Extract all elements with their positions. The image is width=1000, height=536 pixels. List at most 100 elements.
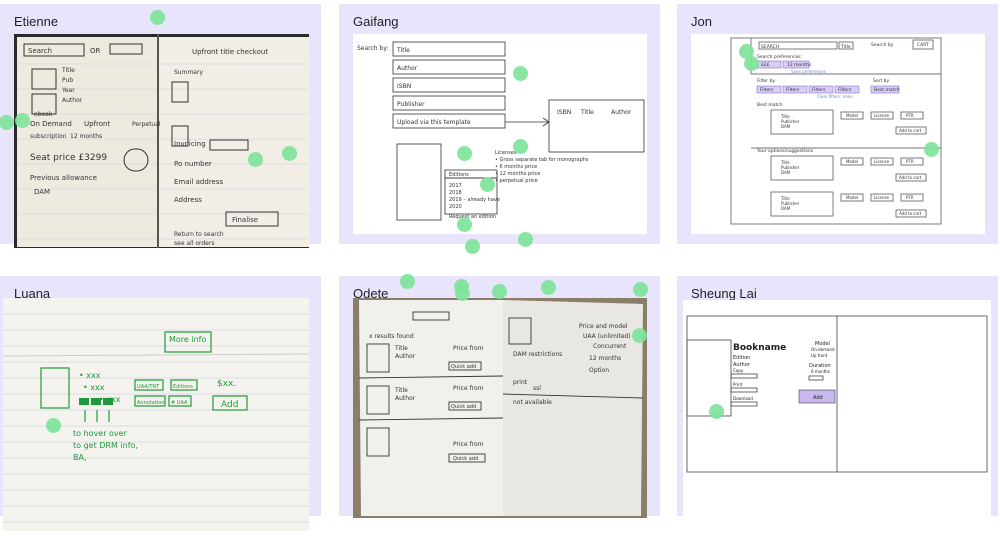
duration-label: Duration	[809, 363, 831, 369]
upfront-radio[interactable]: Up front	[811, 353, 828, 358]
participant-card-gaifang: Gaifang Search by: Title Author ISBN Pub…	[339, 4, 660, 244]
quick-add-button[interactable]: Quick add	[451, 364, 476, 370]
title-label: Title	[61, 67, 75, 74]
click-dot	[739, 44, 754, 59]
license-button[interactable]: License	[874, 195, 890, 200]
see-all-orders-link[interactable]: see all orders	[174, 240, 214, 247]
price-label: $xx.	[217, 379, 236, 389]
click-dot	[15, 113, 30, 128]
tag[interactable]: UAA/TNT	[137, 384, 160, 390]
not-available-label: not available	[513, 399, 552, 406]
license-button[interactable]: License	[874, 159, 890, 164]
click-dot	[492, 284, 507, 299]
model-option[interactable]: Option	[589, 367, 609, 374]
pub-label: Pub	[62, 77, 73, 84]
save-preferences-link[interactable]: Save preferences	[791, 69, 826, 74]
license-line: • Gross separate tab for monographs	[495, 157, 589, 163]
tag[interactable]: Annotation	[137, 400, 164, 406]
duration-value[interactable]: 6 months	[811, 369, 830, 374]
participant-name: Etienne	[14, 14, 59, 29]
filter-chip[interactable]: Filters	[838, 87, 852, 93]
model-button[interactable]: Model	[846, 195, 858, 200]
tag[interactable]: Editions	[173, 384, 193, 390]
filter-chip[interactable]: Filters	[760, 87, 774, 93]
model-button[interactable]: Model	[846, 159, 858, 164]
on-demand-label: On Demand	[30, 120, 72, 128]
quick-add-button[interactable]: Quick add	[451, 404, 476, 410]
add-to-cart-button[interactable]: Add to cart	[899, 128, 922, 133]
item-author: Author	[395, 353, 416, 360]
lined-paper-sketch: More info • xxx • xxx • xxx UAA/TNT Edit…	[3, 313, 309, 523]
model-option[interactable]: Concurrent	[593, 343, 627, 350]
filter-chip[interactable]: Filters	[786, 87, 800, 93]
quick-add-button[interactable]: Quick add	[453, 456, 478, 462]
add-button[interactable]: Add	[221, 400, 238, 410]
add-button[interactable]: Add	[813, 395, 823, 401]
sort-select[interactable]: Best match	[874, 87, 900, 93]
model-button[interactable]: Model	[846, 113, 858, 118]
pref-chip[interactable]: 12 months	[787, 62, 812, 68]
email-label: Email address	[174, 178, 224, 186]
model-label: Model	[815, 341, 830, 347]
click-dot	[465, 239, 480, 254]
search-input[interactable]: SEARCH	[761, 44, 779, 50]
on-demand-radio[interactable]: On-demand	[811, 347, 835, 352]
cart-button[interactable]: CART	[917, 42, 929, 48]
ptr-button[interactable]: PTR	[906, 159, 914, 164]
add-to-cart-button[interactable]: Add to cart	[899, 211, 922, 216]
seat-price: Seat price £3299	[30, 153, 107, 163]
sketch-wireframe: Bookname Edition Author Copy Print Downl…	[683, 300, 991, 516]
title-select[interactable]: Title	[840, 44, 851, 50]
click-dot	[455, 286, 470, 301]
item-price: Price from	[453, 345, 484, 352]
filter-chip[interactable]: Filters	[812, 87, 826, 93]
download-label: Download	[733, 396, 753, 401]
sketch-photo: More info • xxx • xxx • xxx UAA/TNT Edit…	[3, 298, 309, 531]
summary-label: Summary	[174, 69, 203, 76]
dam-label: DAM	[34, 188, 50, 196]
ptr-button[interactable]: PTR	[906, 113, 914, 118]
finalise-button[interactable]: Finalise	[232, 216, 258, 224]
item-dam: DAM	[781, 206, 791, 211]
model-option[interactable]: UAA (unlimited)	[583, 333, 631, 340]
item-title: Title	[780, 160, 790, 165]
model-option[interactable]: 12 months	[589, 355, 621, 362]
search-label: Search	[28, 47, 52, 55]
ssl-label: ssl	[533, 385, 541, 392]
edition-option[interactable]: 2018	[449, 190, 462, 196]
invoicing-label: Invoicing	[174, 140, 206, 148]
ptr-button[interactable]: PTR	[906, 195, 914, 200]
edition-option[interactable]: 2020	[449, 204, 462, 210]
request-edition-link[interactable]: Request an edition	[449, 214, 496, 220]
click-dot	[513, 139, 528, 154]
wireframe-svg: Search by: Title Author ISBN Publisher U…	[357, 41, 645, 221]
participant-name: Sheung Lai	[691, 286, 757, 301]
wireframe-svg: Bookname Edition Author Copy Print Downl…	[686, 315, 988, 473]
click-dot	[518, 232, 533, 247]
bullet-line: • xxx	[99, 395, 121, 404]
bullet-line: • xxx	[83, 383, 105, 392]
preferences-label: Search preferences:	[757, 54, 802, 60]
upload-template-button[interactable]: Upload via this template	[397, 119, 471, 126]
pref-chip[interactable]: £££	[761, 62, 770, 68]
edition-option[interactable]: 2017	[449, 183, 462, 189]
editions-dropdown[interactable]: Editions	[449, 172, 469, 178]
add-to-cart-button[interactable]: Add to cart	[899, 175, 922, 180]
title-field[interactable]: Title	[396, 47, 410, 54]
return-link[interactable]: Return to search	[174, 231, 224, 238]
tag[interactable]: # UAA	[171, 400, 188, 406]
item-dam: DAM	[781, 170, 791, 175]
edition-option[interactable]: 2019 – already have	[449, 197, 500, 203]
license-button[interactable]: License	[874, 113, 890, 118]
copy-label: Copy	[733, 368, 744, 373]
click-dot	[541, 280, 556, 295]
click-dot	[744, 56, 759, 71]
publisher-field[interactable]: Publisher	[397, 101, 425, 108]
more-info-button[interactable]: More info	[169, 335, 206, 344]
click-dot	[150, 10, 165, 25]
author-label: Author	[62, 97, 83, 104]
isbn-field[interactable]: ISBN	[397, 83, 411, 90]
address-label: Address	[174, 196, 202, 204]
clear-filters-link[interactable]: Clear filters: none	[817, 94, 853, 99]
author-field[interactable]: Author	[397, 65, 418, 72]
